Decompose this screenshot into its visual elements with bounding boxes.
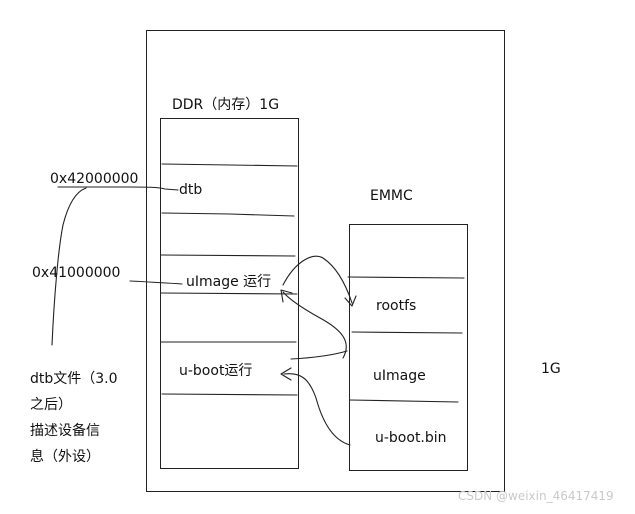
arrow-uboot-bin-load (283, 373, 351, 446)
arrow-rootfs-mount (282, 255, 353, 304)
system-box (146, 30, 505, 492)
ddr-line-4 (160, 292, 298, 295)
emmc-box (349, 224, 468, 471)
ddr-title: DDR（内存）1G (172, 97, 280, 113)
note-line-1: dtb文件（3.0 (30, 371, 118, 387)
emmc-title: EMMC (370, 188, 413, 204)
ddr-dtb-label: dtb (179, 182, 203, 198)
leader-dtb (57, 186, 179, 191)
arrow-uimage-load-head (280, 289, 293, 303)
ddr-uboot-run-label: u-boot运行 (179, 363, 253, 379)
address-dtb: 0x42000000 (50, 171, 139, 187)
emmc-line-1 (347, 276, 465, 279)
emmc-uimage-label: uImage (373, 368, 426, 384)
note-line-3: 描述设备信 (30, 423, 100, 439)
ddr-box (160, 118, 299, 469)
emmc-uboot-bin-label: u-boot.bin (375, 430, 447, 446)
note-line-4: 息（外设） (30, 449, 100, 465)
note-bracket (51, 187, 87, 346)
emmc-rootfs-label: rootfs (376, 298, 417, 314)
ddr-line-3 (160, 254, 296, 257)
arrow-uimage-load (282, 291, 347, 359)
arrow-uboot-loads-uimage (290, 350, 348, 360)
ddr-line-1 (161, 163, 298, 167)
emmc-line-2 (351, 331, 463, 334)
address-uimage: 0x41000000 (32, 265, 121, 281)
ddr-line-6 (161, 393, 298, 396)
arrow-rootfs-mount-head (344, 295, 357, 307)
ddr-uimage-run-label: uImage 运行 (186, 274, 272, 290)
emmc-line-3 (349, 399, 459, 403)
leader-uimage (129, 280, 183, 285)
system-size-label: 1G (541, 361, 561, 377)
watermark: CSDN @weixin_46417419 (458, 489, 614, 503)
note-line-2: 之后） (30, 397, 72, 413)
ddr-line-2 (161, 212, 295, 217)
arrow-uboot-bin-load-head (280, 367, 292, 381)
